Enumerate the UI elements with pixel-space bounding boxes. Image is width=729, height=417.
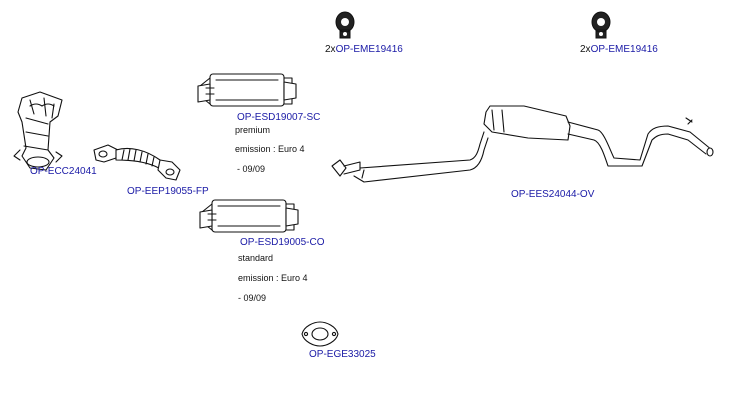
dpf-standard-grade: standard	[238, 253, 274, 263]
rear-silencer-drawing[interactable]	[331, 105, 714, 183]
dpf-standard-emission: emission : Euro 4	[238, 273, 308, 283]
part-code-rear-silencer[interactable]: OP-EES24044-OV	[511, 189, 595, 200]
part-code-gasket[interactable]: OP-EGE33025	[309, 349, 376, 360]
dpf-premium-drawing[interactable]	[197, 73, 297, 107]
dpf-standard-drawing[interactable]	[199, 199, 299, 233]
rubber-mount-left-drawing[interactable]	[335, 11, 355, 39]
part-code-dpf-standard[interactable]: OP-ESD19005-CO	[240, 237, 325, 248]
mount-right-label: 2xOP-EME19416	[580, 44, 658, 56]
part-code-mount-left[interactable]: OP-EME19416	[335, 44, 403, 55]
dpf-standard-date: - 09/09	[238, 293, 267, 303]
rubber-mount-right-drawing[interactable]	[591, 11, 611, 39]
part-code-flex-pipe[interactable]: OP-EEP19055-FP	[127, 186, 209, 197]
flex-pipe-drawing[interactable]	[93, 144, 181, 181]
part-code-mount-right[interactable]: OP-EME19416	[590, 44, 658, 55]
part-code-dpf-premium[interactable]: OP-ESD19007-SC	[237, 112, 321, 123]
dpf-premium-emission: emission : Euro 4	[235, 144, 305, 154]
mount-right-qty: 2x	[580, 44, 591, 55]
dpf-premium-date: - 09/09	[237, 164, 266, 174]
gasket-drawing[interactable]	[301, 321, 339, 347]
dpf-premium-grade: premium	[235, 125, 271, 135]
catalytic-converter-drawing[interactable]	[13, 91, 63, 171]
mount-left-label: 2xOP-EME19416	[325, 44, 403, 56]
part-code-catalyst[interactable]: OP-ECC24041	[30, 166, 97, 177]
mount-left-qty: 2x	[325, 44, 336, 55]
